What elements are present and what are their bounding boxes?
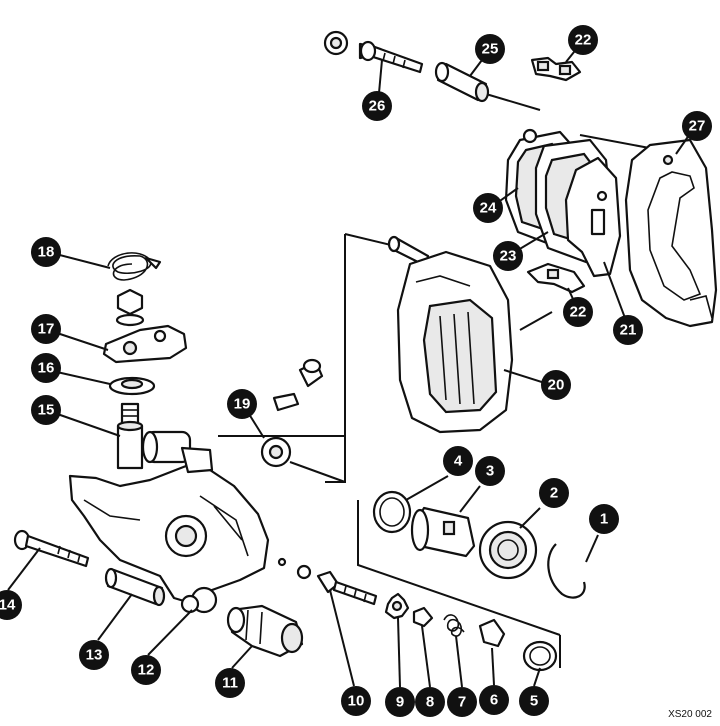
part-boot-11: [226, 604, 304, 658]
callout-11: 11: [215, 668, 245, 698]
part-seal-16: [108, 376, 156, 396]
part-guide-pin-13: [104, 567, 166, 607]
callout-25: 25: [475, 34, 505, 64]
callout-20: 20: [541, 370, 571, 400]
part-dust-boot-2: [478, 520, 538, 580]
callout-8: 8: [415, 687, 445, 717]
callout-23-label: 23: [500, 248, 517, 265]
callout-1-label: 1: [600, 511, 608, 528]
part-piston-3: [410, 506, 476, 558]
callout-22-upper: 22: [568, 25, 598, 55]
part-caliper-housing: [68, 430, 270, 614]
part-circlip-5: [522, 640, 558, 672]
callout-26: 26: [362, 91, 392, 121]
callout-5-label: 5: [530, 693, 538, 710]
part-carrier-bracket-27: [624, 138, 718, 328]
callout-14-label: 14: [0, 597, 16, 614]
callout-6-label: 6: [490, 692, 498, 709]
callout-6: 6: [479, 685, 509, 715]
callout-22-upper-label: 22: [575, 32, 592, 49]
part-washer-8: [412, 606, 434, 628]
part-guide-sleeve-25: [434, 61, 490, 103]
callout-27: 27: [682, 111, 712, 141]
part-handbrake-shaft-15: [116, 402, 144, 470]
callout-16-label: 16: [38, 360, 55, 377]
part-retaining-clip-22-lower: [526, 262, 586, 294]
part-spring-7: [443, 614, 465, 637]
callout-14: 14: [0, 590, 22, 620]
part-clip-6: [478, 618, 506, 648]
callout-11-label: 11: [222, 675, 238, 692]
callout-26-label: 26: [369, 98, 386, 115]
part-shim-21: [564, 156, 622, 278]
figure-code: XS20 002: [668, 709, 712, 720]
part-seal-4: [372, 490, 412, 534]
callout-9: 9: [385, 687, 415, 717]
callout-10: 10: [341, 686, 371, 716]
callout-10-label: 10: [348, 693, 365, 710]
part-adjuster-nut: [115, 288, 145, 327]
callout-12-label: 12: [138, 662, 155, 679]
callout-8-label: 8: [426, 694, 434, 711]
callout-27-label: 27: [689, 118, 706, 135]
callout-20-label: 20: [548, 377, 565, 394]
callout-1: 1: [589, 504, 619, 534]
part-lever-17: [102, 324, 188, 364]
callout-13-label: 13: [86, 647, 103, 664]
part-bolt-14: [13, 529, 90, 568]
assembly-guide-lines: [218, 93, 661, 668]
part-guide-bolt-26: [323, 30, 424, 74]
part-star-washer-9: [384, 592, 410, 620]
callout-4-label: 4: [454, 453, 463, 470]
part-adjuster-spindle-10: [277, 557, 378, 606]
callout-18: 18: [31, 237, 61, 267]
part-retaining-ring-1: [547, 543, 586, 599]
callout-21: 21: [613, 315, 643, 345]
callout-22-lower: 22: [563, 297, 593, 327]
part-caliper-assembly-20: [387, 235, 514, 434]
callout-24: 24: [473, 193, 503, 223]
callout-4: 4: [443, 446, 473, 476]
callout-23: 23: [493, 241, 523, 271]
leader-lines: [7, 41, 695, 688]
callout-21-label: 21: [620, 322, 637, 339]
callout-18-label: 18: [38, 244, 55, 261]
callout-24-label: 24: [480, 200, 497, 217]
callout-7: 7: [447, 687, 477, 717]
part-bleed-screw: [272, 358, 324, 412]
part-retaining-clip-22-upper: [530, 56, 582, 82]
callout-15-label: 15: [38, 402, 55, 419]
callout-2: 2: [539, 478, 569, 508]
callout-22-lower-label: 22: [570, 304, 587, 321]
callout-15: 15: [31, 395, 61, 425]
callout-3: 3: [475, 456, 505, 486]
callout-7-label: 7: [458, 694, 466, 711]
callout-9-label: 9: [396, 694, 404, 711]
callout-17: 17: [31, 314, 61, 344]
part-spring-18: [107, 252, 162, 281]
callout-13: 13: [79, 640, 109, 670]
callout-3-label: 3: [486, 463, 494, 480]
callout-5: 5: [519, 686, 549, 716]
callout-12: 12: [131, 655, 161, 685]
part-caliper-stud-12: [180, 594, 200, 614]
callout-19: 19: [227, 389, 257, 419]
callout-2-label: 2: [550, 485, 558, 502]
callout-25-label: 25: [482, 41, 499, 58]
callout-19-label: 19: [234, 396, 251, 413]
callout-17-label: 17: [38, 321, 55, 338]
part-cap-19: [260, 436, 292, 468]
callout-16: 16: [31, 353, 61, 383]
